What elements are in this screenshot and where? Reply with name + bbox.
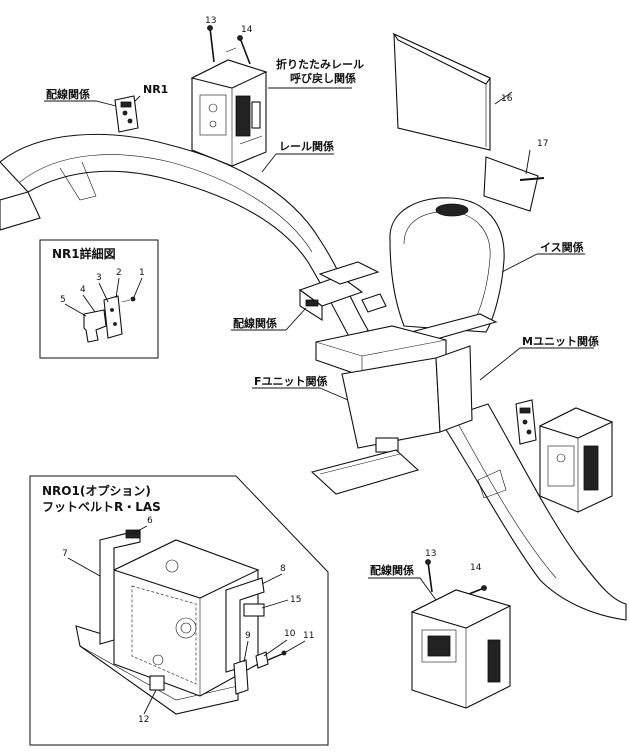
nro1-num-7: 7 [62,549,68,559]
nro1-num-15: 15 [290,595,301,605]
top-control-box [190,59,268,167]
label-wiring-top: 配線関係 [46,87,90,101]
label-m-unit: Mユニット関係 [522,334,599,348]
nro1-num-6: 6 [147,516,153,526]
nr1-num-2: 2 [116,268,122,278]
panel-16 [392,32,491,151]
label-folding-rail: 折りたたみレール [276,57,364,71]
bottom-control-box [410,589,512,709]
screw-13-top [207,25,215,63]
nr1-detail-parts [83,295,136,343]
nro1-num-12: 12 [138,715,149,725]
label-wiring-mid: 配線関係 [233,316,277,330]
curved-rail [0,133,369,347]
part-number-14-top: 14 [241,25,253,35]
screw-14-top [225,35,251,65]
nro1-title-line2: フットベルトR・LAS [42,500,161,514]
lower-rail [439,403,627,621]
nr1-remote [114,95,139,133]
part-number-17: 17 [537,139,548,149]
label-f-unit: Fユニット関係 [254,374,328,388]
nro1-num-10: 10 [284,629,296,639]
label-wiring-bottom: 配線関係 [370,563,414,577]
nro1-num-11: 11 [303,631,314,641]
m-unit-box [538,407,614,513]
label-rail: レール関係 [279,139,334,153]
screw-13-bottom [425,559,433,593]
footrest-unit-assembly [75,529,287,715]
nr1-num-4: 4 [80,285,86,295]
part-number-16: 16 [501,94,513,104]
nro1-title-line1: NRO1(オプション) [42,483,151,498]
label-chair: イス関係 [540,240,584,254]
nro1-num-8: 8 [280,564,286,574]
part-number-14-bottom: 14 [470,563,482,573]
nr1-num-1: 1 [139,268,145,278]
nr1-detail-title: NR1詳細図 [52,246,116,261]
nr1-num-3: 3 [96,273,102,283]
m-unit-remote [515,399,537,445]
stairlift-chair [298,197,505,495]
label-recall: 呼び戻し関係 [290,71,356,85]
nr1-num-5: 5 [60,295,66,305]
panel-17 [483,156,545,212]
nro1-num-9: 9 [245,631,251,641]
label-nr1: NR1 [143,83,168,96]
part-number-13-bottom: 13 [425,549,436,559]
nr1-detail-frame [39,239,159,359]
part-number-13-top: 13 [205,16,216,26]
